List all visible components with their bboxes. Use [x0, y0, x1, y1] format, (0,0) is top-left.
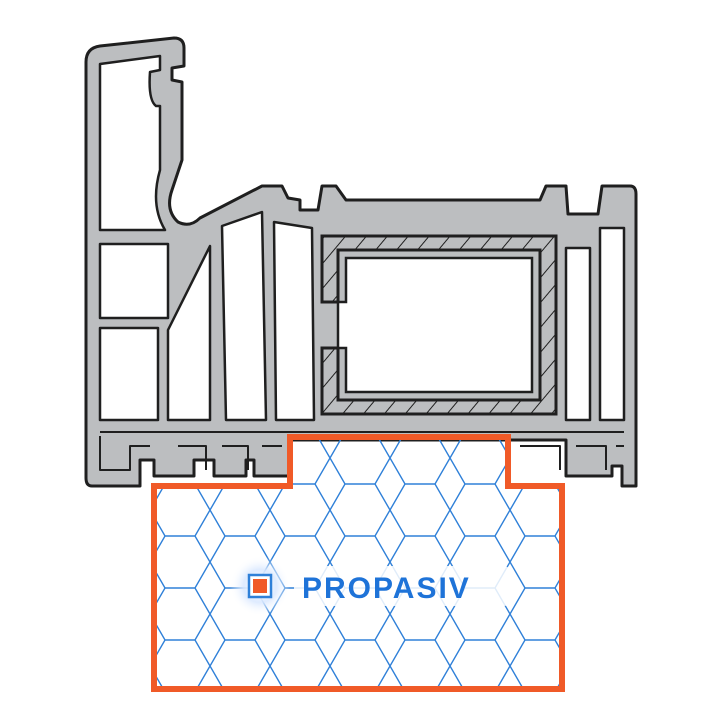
groove-left: [99, 436, 150, 471]
groove-mid: [178, 445, 282, 470]
brand-logo: PROPASIV: [230, 556, 510, 616]
chamber-mid-left: [272, 220, 316, 422]
chamber-left-mid: [98, 242, 170, 320]
chamber-top-left: [98, 54, 167, 232]
chamber-right-b: [598, 226, 626, 422]
groove-right: [520, 445, 624, 470]
brand-name: PROPASIV: [302, 572, 471, 605]
chamber-diag-b: [220, 210, 268, 422]
chamber-right-a: [564, 246, 592, 422]
chamber-diag-a: [166, 244, 212, 422]
chamber-left-bottom: [98, 326, 160, 422]
steel-reinforcement: [320, 234, 558, 416]
logo-inner-square: [253, 579, 267, 593]
reinforcement-inner: [336, 256, 534, 394]
brand-text-backdrop: [294, 566, 510, 606]
insert-outline: [151, 434, 565, 692]
